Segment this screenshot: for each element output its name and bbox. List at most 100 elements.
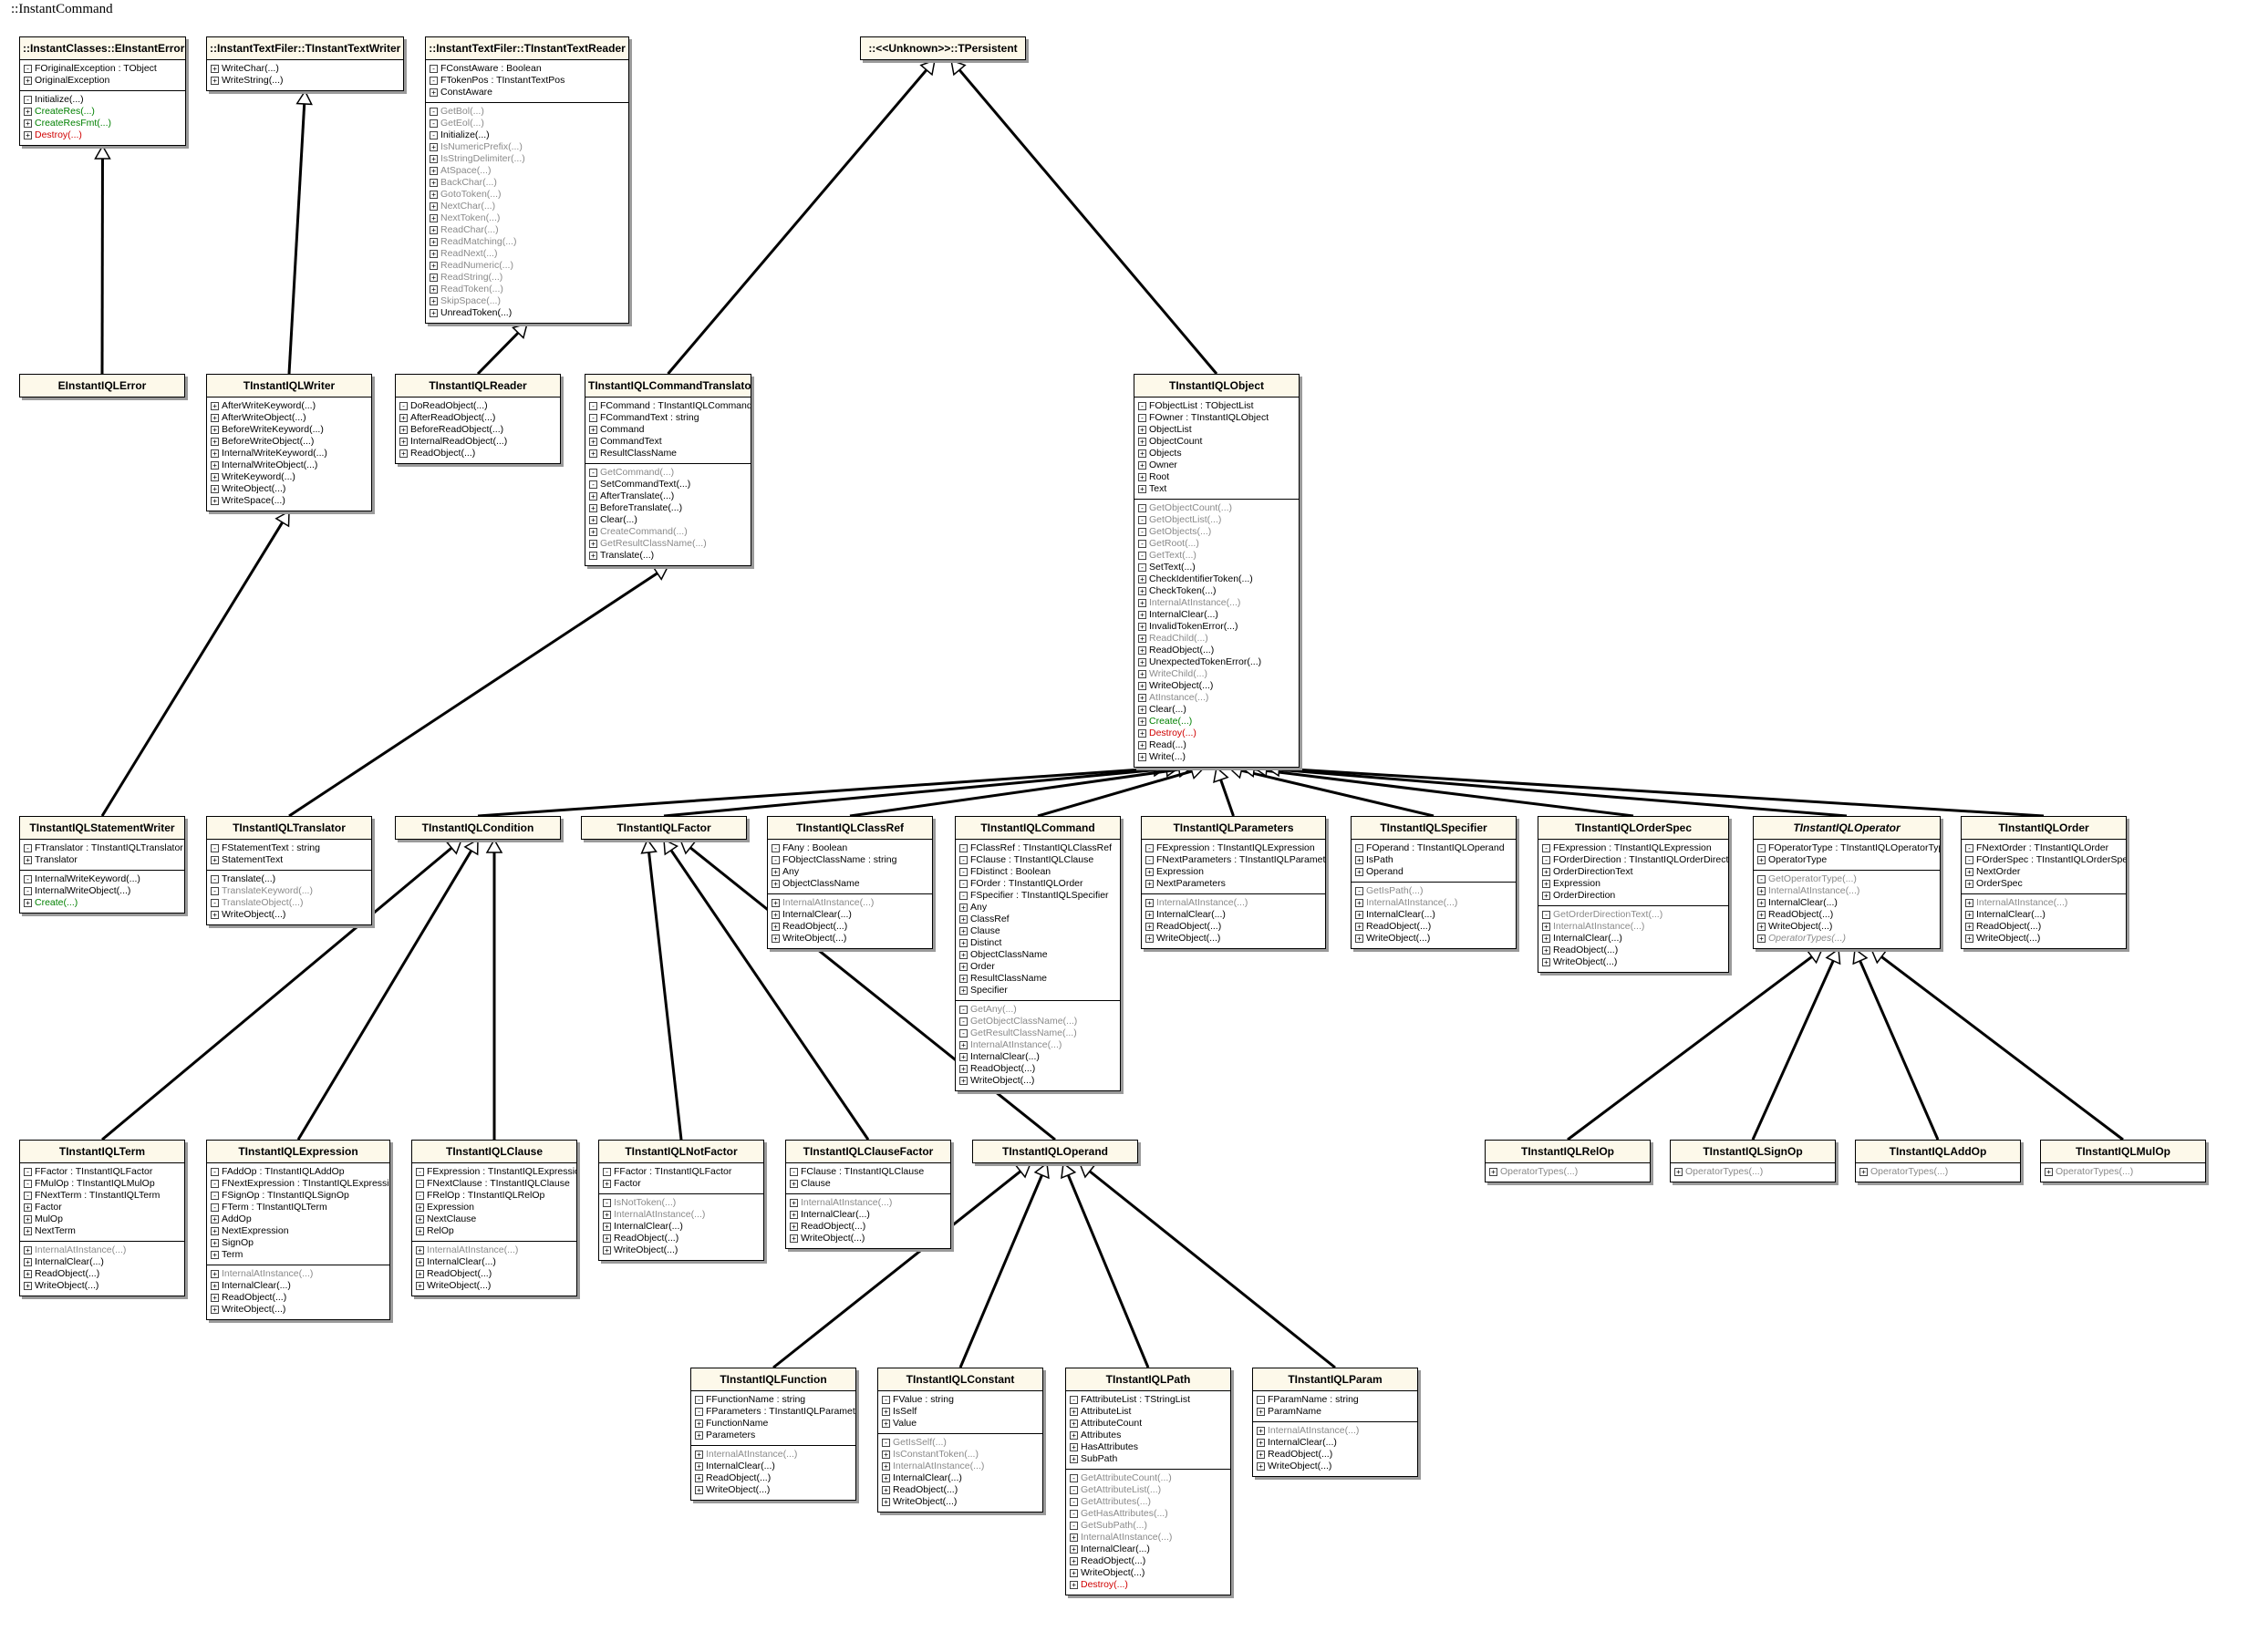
class-box-tinstant-text-reader[interactable]: ::InstantTextFiler::TInstantTextReader-F…	[425, 36, 629, 324]
generalization-line	[1859, 960, 1940, 1141]
class-box-tinstant-iqlrel-op[interactable]: TInstantIQLRelOp+OperatorTypes(...)	[1485, 1140, 1651, 1182]
class-box-tinstant-iqlobject[interactable]: TInstantIQLObject-FObjectList : TObjectL…	[1134, 374, 1300, 768]
class-box-tinstant-iqlexpression[interactable]: TInstantIQLExpression -FAddOp : TInstantI…	[206, 1140, 390, 1320]
class-box-tinstant-iqlsign-op[interactable]: TInstantIQLSignOp+OperatorTypes(...)	[1670, 1140, 1836, 1182]
generalization-line	[1751, 960, 1835, 1141]
attribute-text: FOrder : TInstantIQLOrder	[970, 878, 1083, 889]
attribute-text: ObjectList	[1149, 424, 1192, 435]
attribute-row: -FOwner : TInstantIQLObject	[1134, 412, 1299, 424]
class-box-tinstant-iqlclause[interactable]: TInstantIQLClause-FExpression : TInstant…	[411, 1140, 577, 1296]
attribute-text: FClassRef : TInstantIQLClassRef	[970, 842, 1113, 853]
public-member-icon: +	[1138, 438, 1146, 446]
operation-row: +OperatorTypes(...)	[2041, 1166, 2205, 1178]
class-box-tinstant-text-writer[interactable]: ::InstantTextFiler::TInstantTextWriter+W…	[206, 36, 404, 91]
public-member-icon: +	[1138, 575, 1146, 583]
attribute-row: -FAddOp : TInstantIQLAddOp	[207, 1166, 389, 1178]
public-member-icon: +	[1138, 449, 1146, 458]
operation-text: AfterWriteObject(...)	[222, 412, 306, 423]
class-box-tinstant-iqlwriter[interactable]: TInstantIQLWriter+AfterWriteKeyword(...)…	[206, 374, 372, 511]
operation-text: OperatorTypes(...)	[1870, 1166, 1949, 1177]
public-member-icon: +	[959, 1077, 968, 1085]
public-member-icon: +	[882, 1486, 890, 1494]
public-member-icon: +	[1138, 611, 1146, 619]
operation-row: -GetObjectClassName(...)	[956, 1016, 1120, 1027]
attribute-row: +Objects	[1134, 448, 1299, 459]
operation-text: ReadObject(...)	[1149, 645, 1215, 656]
operation-row: +CheckIdentifierToken(...)	[1134, 573, 1299, 585]
attribute-text: Root	[1149, 471, 1170, 482]
operation-text: ReadChild(...)	[1149, 633, 1208, 644]
class-box-tinstant-iqlcommand-translator[interactable]: TInstantIQLCommandTranslator-FCommand : …	[585, 374, 751, 566]
class-box-tinstant-iqlcondition[interactable]: TInstantIQLCondition	[395, 816, 561, 840]
class-box-tinstant-iqlterm[interactable]: TInstantIQLTerm-FFactor : TInstantIQLFac…	[19, 1140, 185, 1296]
class-box-tinstant-iqladd-op[interactable]: TInstantIQLAddOp+OperatorTypes(...)	[1855, 1140, 2021, 1182]
public-member-icon: +	[24, 1282, 32, 1290]
class-box-tinstant-iqlparam[interactable]: TInstantIQLParam-FParamName : string+Par…	[1252, 1368, 1418, 1477]
class-box-tinstant-iqlreader[interactable]: TInstantIQLReader-DoReadObject(...)+Afte…	[395, 374, 561, 464]
public-member-icon: +	[24, 1215, 32, 1224]
class-box-tinstant-iqlconstant[interactable]: TInstantIQLConstant-FValue : string+IsSe…	[877, 1368, 1043, 1513]
operation-text: AtSpace(...)	[440, 165, 492, 176]
private-member-icon: -	[772, 844, 780, 852]
class-box-tinstant-iqlorder[interactable]: TInstantIQLOrder-FNextOrder : TInstantIQ…	[1961, 816, 2127, 949]
class-box-tpersistent[interactable]: ::<<Unknown>>::TPersistent	[860, 36, 1026, 60]
attribute-row: +NextClause	[412, 1213, 576, 1225]
class-box-tinstant-iqlparameters[interactable]: TInstantIQLParameters-FExpression : TIns…	[1141, 816, 1326, 949]
public-member-icon: +	[211, 485, 219, 493]
attribute-text: FunctionName	[706, 1418, 769, 1429]
attributes-compartment: -FOperand : TInstantIQLOperand+IsPath+Op…	[1352, 840, 1516, 883]
attribute-row: -FOrderDirection : TInstantIQLOrderDirec…	[1538, 854, 1728, 866]
operations-compartment: -GetIsPath(...)+InternalAtInstance(...)+…	[1352, 883, 1516, 948]
class-name: TInstantIQLExpression	[207, 1141, 389, 1163]
class-name: TInstantIQLTranslator	[207, 817, 371, 840]
class-name: TInstantIQLClause	[412, 1141, 576, 1163]
class-box-tinstant-iqlspecifier[interactable]: TInstantIQLSpecifier-FOperand : TInstant…	[1351, 816, 1517, 949]
operation-text: WriteObject(...)	[1268, 1461, 1332, 1471]
operation-text: InternalClear(...)	[1156, 909, 1226, 920]
operation-text: ReadChar(...)	[440, 224, 499, 235]
public-member-icon: +	[1355, 934, 1363, 943]
class-box-tinstant-iqlmul-op[interactable]: TInstantIQLMulOp+OperatorTypes(...)	[2040, 1140, 2206, 1182]
class-box-tinstant-iqlclause-factor[interactable]: TInstantIQLClauseFactor-FClause : TInsta…	[785, 1140, 951, 1249]
operation-text: ReadToken(...)	[440, 284, 503, 294]
inheritance-arrowhead-icon	[678, 839, 697, 855]
attribute-row: +Expression	[1142, 866, 1325, 878]
class-box-tinstant-iqlfactor[interactable]: TInstantIQLFactor	[581, 816, 747, 840]
class-box-tinstant-iqlstatement-writer[interactable]: TInstantIQLStatementWriter-FTranslator :…	[19, 816, 185, 914]
private-member-icon: -	[1542, 856, 1550, 864]
private-member-icon: -	[772, 856, 780, 864]
class-box-einstant-error[interactable]: ::InstantClasses::EInstantError-FOrigina…	[19, 36, 186, 146]
class-box-tinstant-iqloperator[interactable]: TInstantIQLOperator-FOperatorType : TIns…	[1753, 816, 1941, 949]
attribute-text: FDistinct : Boolean	[970, 866, 1051, 877]
operation-text: InternalAtInstance(...)	[1768, 885, 1860, 896]
class-box-tinstant-iqlnot-factor[interactable]: TInstantIQLNotFactor-FFactor : TInstantI…	[598, 1140, 764, 1261]
class-box-tinstant-iqlfunction[interactable]: TInstantIQLFunction-FFunctionName : stri…	[690, 1368, 856, 1501]
operation-text: InternalAtInstance(...)	[222, 1268, 314, 1279]
private-member-icon: -	[1542, 844, 1550, 852]
operation-text: InternalClear(...)	[222, 1280, 291, 1291]
private-member-icon: -	[211, 887, 219, 895]
operation-text: GetSubPath(...)	[1081, 1520, 1147, 1531]
class-box-tinstant-iqltranslator[interactable]: TInstantIQLTranslator-FStatementText : s…	[206, 816, 372, 925]
private-member-icon: -	[589, 469, 597, 477]
operation-row: +WriteObject(...)	[691, 1484, 855, 1496]
class-box-tinstant-iqlclass-ref[interactable]: TInstantIQLClassRef-FAny : Boolean-FObje…	[767, 816, 933, 949]
class-box-einstant-iqlerror[interactable]: EInstantIQLError	[19, 374, 185, 398]
operation-row: -GetCommand(...)	[585, 467, 751, 479]
attributes-compartment: -FFactor : TInstantIQLFactor-FMulOp : TI…	[20, 1163, 184, 1242]
class-name: TInstantIQLReader	[396, 375, 560, 398]
operation-text: InternalAtInstance(...)	[893, 1461, 985, 1471]
public-member-icon: +	[1965, 934, 1973, 943]
attribute-row: -FObjectClassName : string	[768, 854, 932, 866]
public-member-icon: +	[430, 214, 438, 222]
class-box-tinstant-iqlpath[interactable]: TInstantIQLPath-FAttributeList : TString…	[1065, 1368, 1231, 1595]
class-box-tinstant-iqloperand[interactable]: TInstantIQLOperand	[972, 1140, 1138, 1163]
operation-text: WriteObject(...)	[1149, 680, 1214, 691]
generalization-line	[647, 852, 683, 1141]
class-box-tinstant-iqlcommand[interactable]: TInstantIQLCommand-FClassRef : TInstantI…	[955, 816, 1121, 1091]
attribute-text: FOperatorType : TInstantIQLOperatorType	[1768, 842, 1940, 853]
operation-text: GetIsSelf(...)	[893, 1437, 947, 1448]
attribute-row: -FObjectList : TObjectList	[1134, 400, 1299, 412]
public-member-icon: +	[959, 1065, 968, 1073]
class-box-tinstant-iqlorder-spec[interactable]: TInstantIQLOrderSpec-FExpression : TInst…	[1538, 816, 1729, 973]
